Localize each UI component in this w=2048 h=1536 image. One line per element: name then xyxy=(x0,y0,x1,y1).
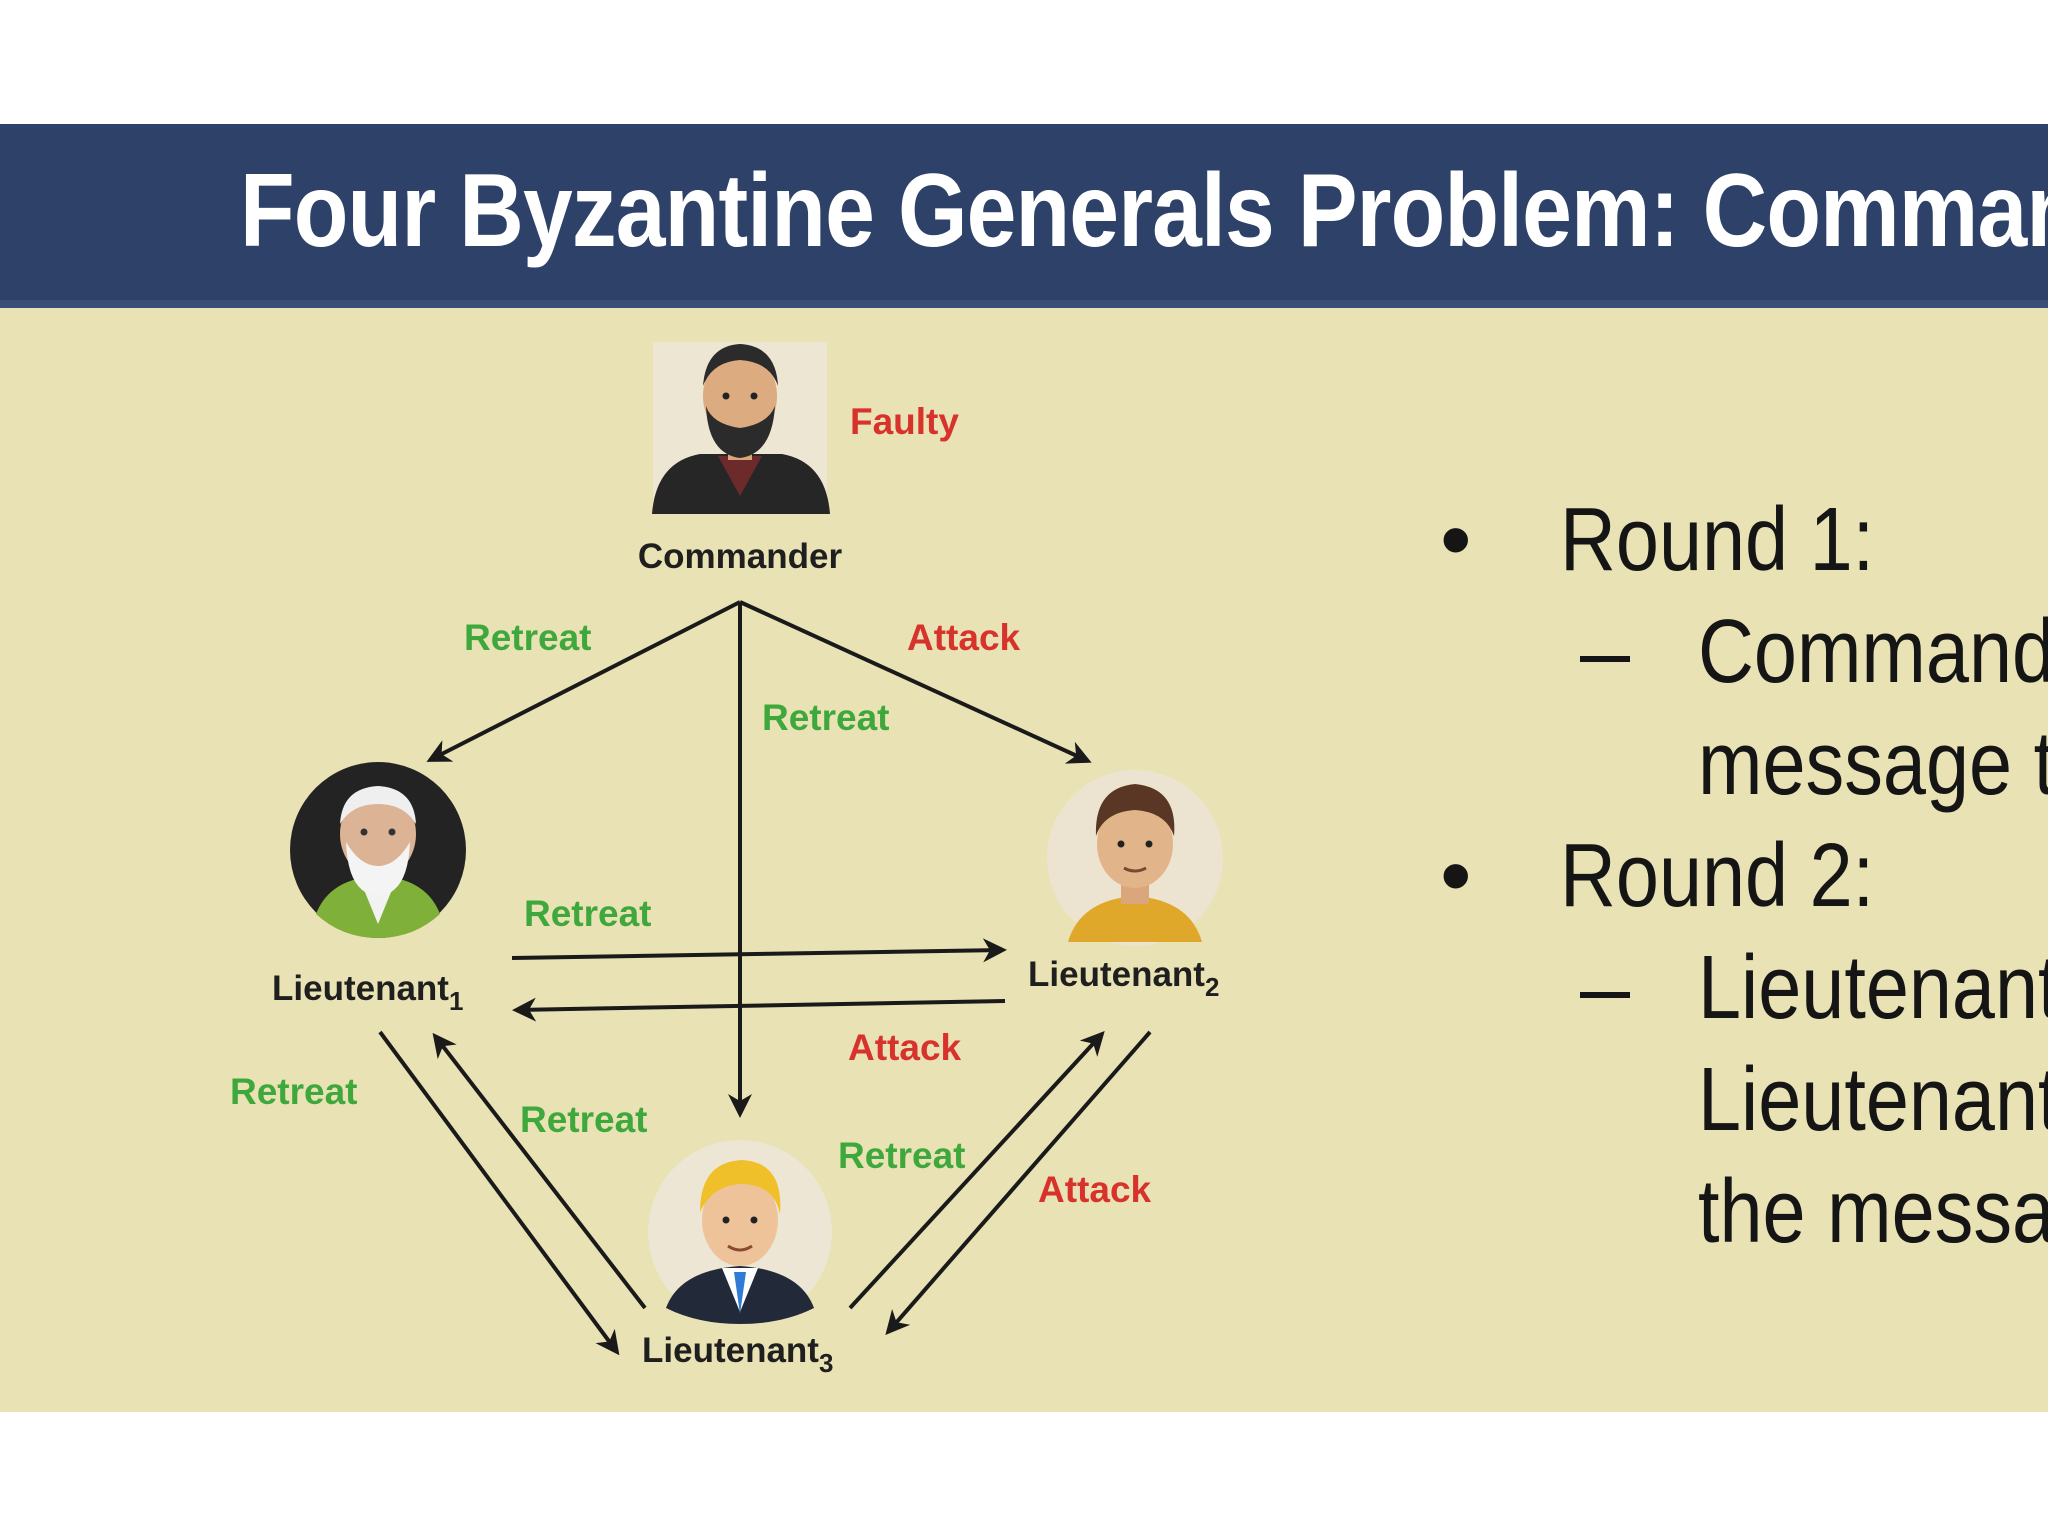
slide: Four Byzantine Generals Problem: Comman xyxy=(0,124,2048,1412)
sub-bullet-text: Lieutenant xyxy=(1698,938,2048,1038)
lieutenant-1-avatar xyxy=(290,762,466,938)
sub-bullet-text: the messag xyxy=(1698,1162,2048,1262)
commander-avatar xyxy=(652,342,830,514)
lieutenant-1-label: Lieutenant1 xyxy=(272,969,463,1016)
arrow-cmd-to-l1 xyxy=(426,600,741,762)
bullet-marker: • xyxy=(1440,490,1472,590)
msg-l1-to-l3: Retreat xyxy=(230,1071,358,1112)
bullet-round-2: • Round 2: xyxy=(1440,820,2048,932)
arrow-l3-to-l2 xyxy=(848,1031,1105,1310)
msg-cmd-to-l2: Attack xyxy=(907,617,1021,658)
sub-bullet-line: message t xyxy=(1440,708,2048,820)
sub-bullet-text: Commande xyxy=(1698,602,2048,702)
msg-l3-to-l2: Retreat xyxy=(838,1135,966,1176)
commander-label: Commander xyxy=(638,537,843,576)
faulty-label: Faulty xyxy=(850,401,959,442)
bullet-list: • Round 1: – Commande message t • Round … xyxy=(1440,484,2048,1268)
lieutenant-3-avatar xyxy=(648,1140,832,1324)
title-bar: Four Byzantine Generals Problem: Comman xyxy=(0,124,2048,308)
arrow-l1-to-l2 xyxy=(511,938,1007,963)
msg-cmd-to-l3: Retreat xyxy=(762,697,890,738)
arrow-l3-to-l1 xyxy=(432,1032,647,1310)
lieutenant-2-avatar xyxy=(1047,770,1223,946)
generals-diagram: Commander Faulty Lieutenant1 Lieutenant2… xyxy=(230,342,1223,1378)
sub-bullet-line: the messag xyxy=(1440,1156,2048,1268)
arrow-cmd-to-l2 xyxy=(739,600,1092,764)
bullet-marker: • xyxy=(1440,826,1472,926)
lieutenant-3-label: Lieutenant3 xyxy=(642,1331,833,1378)
sub-bullet-text: Lieutenant xyxy=(1698,1050,2048,1150)
msg-l2-to-l1: Attack xyxy=(848,1027,962,1068)
msg-l1-to-l2: Retreat xyxy=(524,893,652,934)
sub-bullet-marker: – xyxy=(1580,938,1631,1038)
bullet-round-1: • Round 1: xyxy=(1440,484,2048,596)
msg-l3-to-l1: Retreat xyxy=(520,1099,648,1140)
sub-bullet-marker: – xyxy=(1580,602,1631,702)
arrow-l1-to-l3 xyxy=(378,1030,620,1356)
sub-bullet-line: Lieutenant xyxy=(1440,1044,2048,1156)
msg-l2-to-l3: Attack xyxy=(1038,1169,1152,1210)
lieutenant-2-label: Lieutenant2 xyxy=(1028,955,1219,1002)
bullet-text: Round 1: xyxy=(1560,490,1875,590)
msg-cmd-to-l1: Retreat xyxy=(464,617,592,658)
arrow-l2-to-l1 xyxy=(512,997,1006,1022)
sub-bullet-line: – Lieutenant xyxy=(1440,932,2048,1044)
sub-bullet-line: – Commande xyxy=(1440,596,2048,708)
bullet-text: Round 2: xyxy=(1560,826,1875,926)
message-arrows xyxy=(378,600,1152,1356)
arrow-l2-to-l3 xyxy=(885,1030,1152,1336)
sub-bullet-text: message t xyxy=(1698,714,2048,814)
slide-title: Four Byzantine Generals Problem: Comman xyxy=(240,153,2048,269)
